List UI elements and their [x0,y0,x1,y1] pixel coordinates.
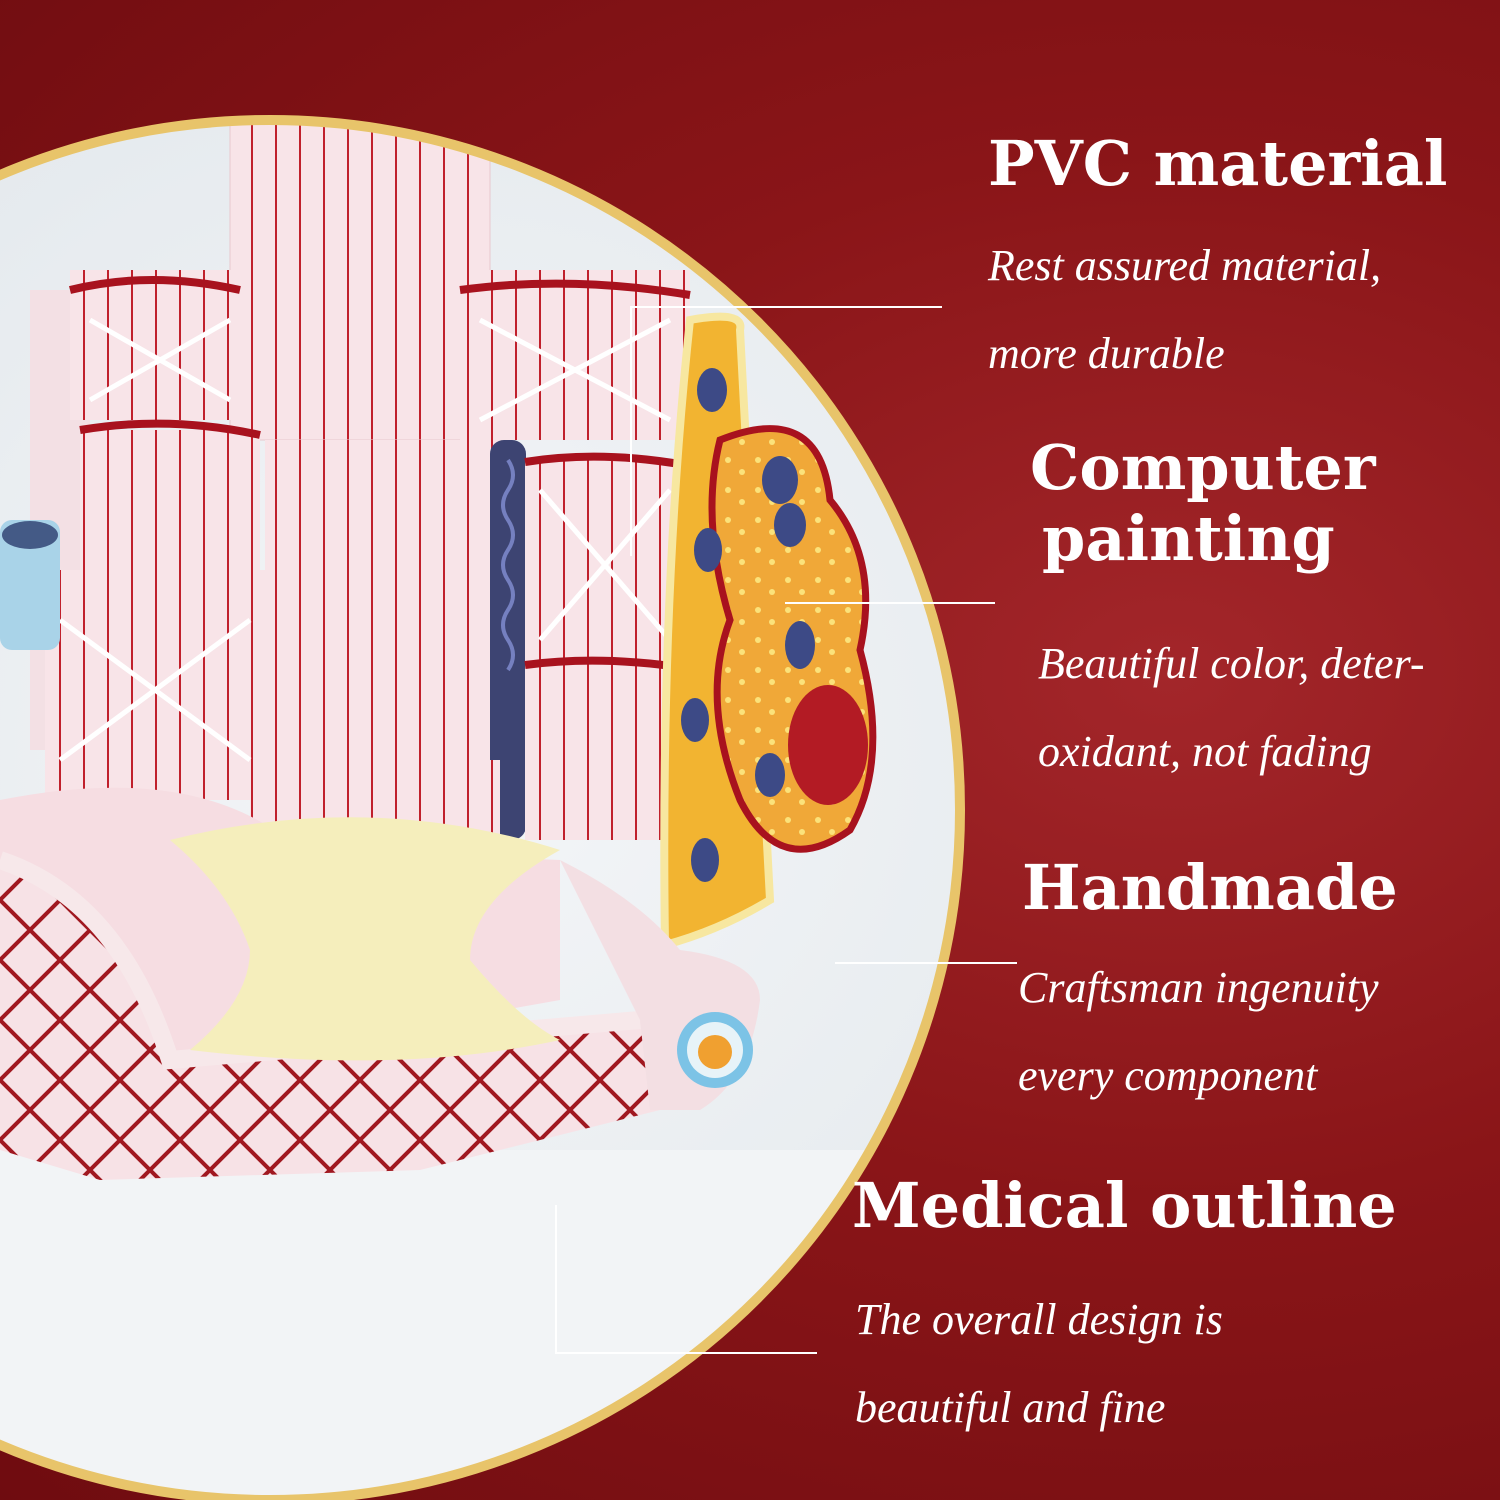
feature-title-painting: Computer painting [1030,432,1375,575]
feature-desc-handmade: Craftsman ingenuity every component [1018,944,1379,1120]
leader-line-painting [785,602,995,604]
feature-desc-painting-line-1: Beautiful color, deter- [1038,639,1425,688]
leader-line-handmade [835,962,1017,964]
feature-desc-medical-line-2: beautiful and fine [855,1383,1166,1432]
feature-desc-medical-line-1: The overall design is [855,1295,1223,1344]
feature-title-painting-line-1: Computer [1030,431,1376,504]
leader-line-medical-vertical [555,1205,557,1354]
feature-desc-medical: The overall design is beautiful and fine [855,1276,1223,1452]
feature-desc-pvc: Rest assured material, more durable [988,222,1381,398]
leader-line-pvc-vertical [630,306,632,556]
feature-desc-painting-line-2: oxidant, not fading [1038,727,1372,776]
feature-title-medical: Medical outline [852,1169,1397,1242]
feature-title-pvc: PVC material [988,127,1448,200]
feature-desc-painting: Beautiful color, deter- oxidant, not fad… [1038,620,1424,796]
leader-line-medical [555,1352,817,1354]
feature-title-painting-line-2: painting [1042,502,1335,576]
feature-desc-handmade-line-2: every component [1018,1051,1318,1100]
feature-title-handmade: Handmade [1022,851,1398,924]
feature-desc-pvc-line-1: Rest assured material, [988,241,1382,290]
leader-line-pvc [630,306,942,308]
feature-desc-pvc-line-2: more durable [988,329,1225,378]
feature-desc-handmade-line-1: Craftsman ingenuity [1018,963,1379,1012]
